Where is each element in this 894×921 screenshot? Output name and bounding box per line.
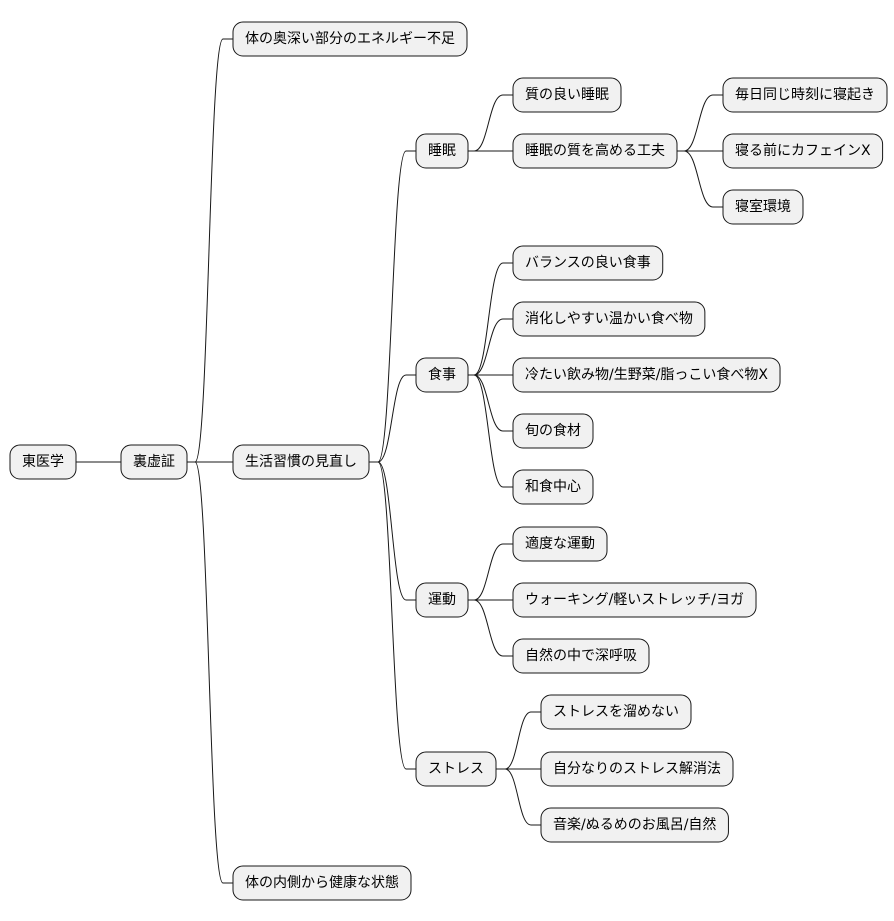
node-box bbox=[512, 582, 757, 618]
connector-line bbox=[185, 461, 233, 884]
node-label: ストレスを溜めない bbox=[553, 704, 679, 720]
node-sleep-tip-schedule: 毎日同じ時刻に寝起き bbox=[722, 77, 888, 113]
node-exercise-types: ウォーキング/軽いストレッチ/ヨガ bbox=[512, 582, 757, 618]
node-box bbox=[232, 865, 412, 901]
node-box bbox=[9, 444, 77, 480]
node-label: バランスの良い食事 bbox=[525, 254, 651, 271]
connector-line bbox=[674, 150, 723, 208]
node-exercise-moderate: 適度な運動 bbox=[512, 526, 608, 562]
connector-line bbox=[368, 461, 416, 601]
node-label: ストレス bbox=[428, 761, 484, 777]
node-label: 寝室環境 bbox=[735, 198, 791, 215]
node-box bbox=[415, 133, 469, 169]
node-label: 寝る前にカフェインX bbox=[735, 142, 871, 159]
node-sleep-tips: 睡眠の質を高める工夫 bbox=[512, 133, 678, 169]
node-box bbox=[540, 807, 729, 843]
connector-line bbox=[495, 768, 541, 826]
node-exercise: 運動 bbox=[415, 582, 469, 618]
node-label: 消化しやすい温かい食べ物 bbox=[525, 310, 693, 327]
connector-line bbox=[674, 94, 723, 152]
node-label: 音楽/ぬるめのお風呂/自然 bbox=[553, 816, 716, 833]
connector-line bbox=[464, 318, 513, 376]
node-exercise-breathing: 自然の中で深呼吸 bbox=[512, 638, 650, 674]
node-root-east-medicine: 東医学 bbox=[9, 444, 77, 480]
node-energy-deficiency: 体の奥深い部分のエネルギー不足 bbox=[232, 21, 468, 57]
node-meal: 食事 bbox=[415, 357, 469, 393]
node-box bbox=[415, 751, 497, 787]
node-label: 裏虚証 bbox=[133, 453, 175, 470]
node-stress-examples: 音楽/ぬるめのお風呂/自然 bbox=[540, 807, 729, 843]
node-box bbox=[512, 413, 594, 449]
connector-line bbox=[368, 374, 416, 463]
node-label: 質の良い睡眠 bbox=[525, 87, 609, 103]
mindmap-nodes: 東医学 裏虚証 体の奥深い部分のエネルギー不足生活習慣の見直し体の内側から健康な状態… bbox=[9, 21, 888, 901]
node-label: 自然の中で深呼吸 bbox=[525, 647, 637, 664]
node-lifestyle-review: 生活習慣の見直し bbox=[232, 444, 370, 480]
node-label: 適度な運動 bbox=[525, 535, 595, 552]
node-box bbox=[540, 694, 692, 730]
connector-line bbox=[464, 374, 513, 432]
node-sleep-tip-caffeine: 寝る前にカフェインX bbox=[722, 133, 884, 169]
connector-line bbox=[368, 461, 416, 770]
node-label: 食事 bbox=[428, 366, 456, 383]
node-box bbox=[512, 638, 650, 674]
connector-line bbox=[464, 599, 513, 657]
node-label: 和食中心 bbox=[525, 478, 581, 495]
node-box bbox=[722, 77, 888, 113]
connector-line bbox=[464, 374, 513, 488]
node-meal-japanese: 和食中心 bbox=[512, 469, 594, 505]
node-box bbox=[232, 444, 370, 480]
node-box bbox=[120, 444, 188, 480]
node-label: 毎日同じ時刻に寝起き bbox=[735, 86, 875, 103]
node-label: 生活習慣の見直し bbox=[245, 453, 357, 470]
node-ura-kyosho: 裏虚証 bbox=[120, 444, 188, 480]
node-stress: ストレス bbox=[415, 751, 497, 787]
node-box bbox=[512, 77, 622, 113]
connector-line bbox=[464, 543, 513, 601]
connector-line bbox=[464, 94, 513, 152]
node-sleep: 睡眠 bbox=[415, 133, 469, 169]
node-label: 冷たい飲み物/生野菜/脂っこい食べ物X bbox=[525, 366, 768, 383]
node-sleep-tip-bedroom: 寝室環境 bbox=[722, 189, 804, 225]
connector-line bbox=[495, 711, 541, 770]
node-label: 旬の食材 bbox=[525, 422, 581, 439]
node-meal-balanced: バランスの良い食事 bbox=[512, 245, 664, 281]
node-stress-avoid: ストレスを溜めない bbox=[540, 694, 692, 730]
node-meal-warm-food: 消化しやすい温かい食べ物 bbox=[512, 301, 706, 337]
node-stress-relief: 自分なりのストレス解消法 bbox=[540, 751, 734, 787]
node-box bbox=[512, 133, 678, 169]
node-label: 睡眠の質を高める工夫 bbox=[525, 142, 665, 159]
node-label: 体の奥深い部分のエネルギー不足 bbox=[245, 30, 455, 47]
node-label: 自分なりのストレス解消法 bbox=[553, 761, 721, 777]
node-box bbox=[512, 357, 781, 393]
node-box bbox=[722, 189, 804, 225]
node-box bbox=[512, 526, 608, 562]
node-label: 運動 bbox=[428, 592, 456, 608]
node-sleep-quality: 質の良い睡眠 bbox=[512, 77, 622, 113]
node-box bbox=[722, 133, 884, 169]
node-label: 睡眠 bbox=[428, 143, 456, 159]
node-label: 体の内側から健康な状態 bbox=[245, 874, 399, 891]
connector-line bbox=[464, 262, 513, 376]
node-box bbox=[512, 469, 594, 505]
node-box bbox=[415, 582, 469, 618]
node-label: 東医学 bbox=[22, 454, 64, 470]
node-box bbox=[512, 245, 664, 281]
node-box bbox=[232, 21, 468, 57]
node-meal-avoid-cold: 冷たい飲み物/生野菜/脂っこい食べ物X bbox=[512, 357, 781, 393]
connector-line bbox=[368, 150, 416, 463]
node-healthy-state: 体の内側から健康な状態 bbox=[232, 865, 412, 901]
node-box bbox=[540, 751, 734, 787]
node-box bbox=[415, 357, 469, 393]
node-box bbox=[512, 301, 706, 337]
node-label: ウォーキング/軽いストレッチ/ヨガ bbox=[525, 592, 744, 608]
node-meal-seasonal: 旬の食材 bbox=[512, 413, 594, 449]
connector-line bbox=[185, 38, 233, 463]
connector-lines bbox=[72, 38, 723, 884]
